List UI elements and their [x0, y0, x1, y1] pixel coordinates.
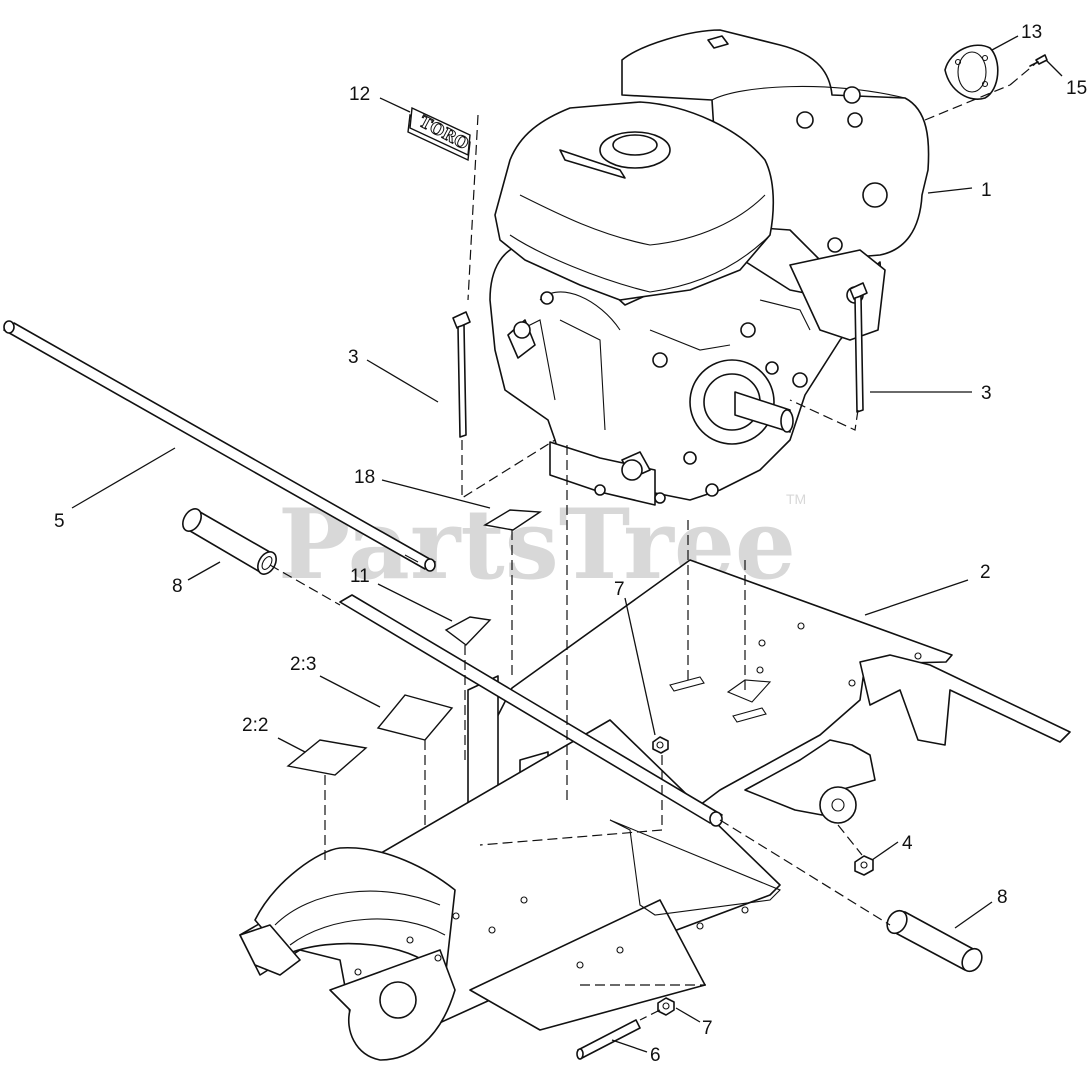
nut-part-7-lower[interactable]: [657, 997, 675, 1016]
callout-13: 13: [1021, 22, 1042, 43]
nut-part-4[interactable]: [854, 855, 874, 876]
callout-2-2: 2:2: [242, 715, 268, 736]
grip-part-8-bottom[interactable]: [883, 907, 986, 975]
handle-shaft-part-5[interactable]: [3, 320, 723, 827]
callout-15: 15: [1066, 78, 1087, 99]
assembly-lines: [269, 63, 1036, 1021]
bolt-part-3-left[interactable]: [452, 311, 471, 438]
callout-7-lower: 7: [702, 1018, 713, 1039]
nut-part-7-upper[interactable]: [652, 736, 669, 754]
flange-part-13[interactable]: [944, 44, 999, 100]
decal-part-11[interactable]: [444, 616, 492, 646]
callout-1: 1: [981, 180, 992, 201]
decal-part-2-3[interactable]: [376, 694, 454, 741]
callout-2: 2: [980, 562, 991, 583]
callout-18: 18: [354, 467, 375, 488]
callout-4: 4: [902, 833, 913, 854]
callout-8-left: 8: [172, 576, 183, 597]
grip-part-8-top[interactable]: [179, 506, 280, 578]
engine-part-1[interactable]: [489, 29, 930, 506]
pin-part-6[interactable]: [576, 1019, 641, 1060]
screw-part-15[interactable]: [1029, 54, 1048, 67]
callout-8-right: 8: [997, 887, 1008, 908]
callout-7-upper: 7: [614, 579, 625, 600]
callout-leaders: [71, 35, 1063, 1053]
fuel-tank: [494, 101, 775, 301]
callout-6: 6: [650, 1045, 661, 1066]
callout-11: 11: [350, 566, 370, 587]
frame-part-2[interactable]: [239, 559, 1071, 1061]
decal-part-2-2[interactable]: [286, 739, 368, 776]
callout-3-left: 3: [348, 347, 359, 368]
watermark-trademark: TM: [786, 491, 806, 507]
toro-decal-part-12[interactable]: TORO: [407, 106, 472, 162]
callout-2-3: 2:3: [290, 654, 316, 675]
callout-3-right: 3: [981, 383, 992, 404]
bolt-part-3-right[interactable]: [849, 282, 868, 413]
callout-12: 12: [349, 84, 370, 105]
decal-part-18[interactable]: [483, 509, 543, 531]
callout-5: 5: [54, 511, 65, 532]
